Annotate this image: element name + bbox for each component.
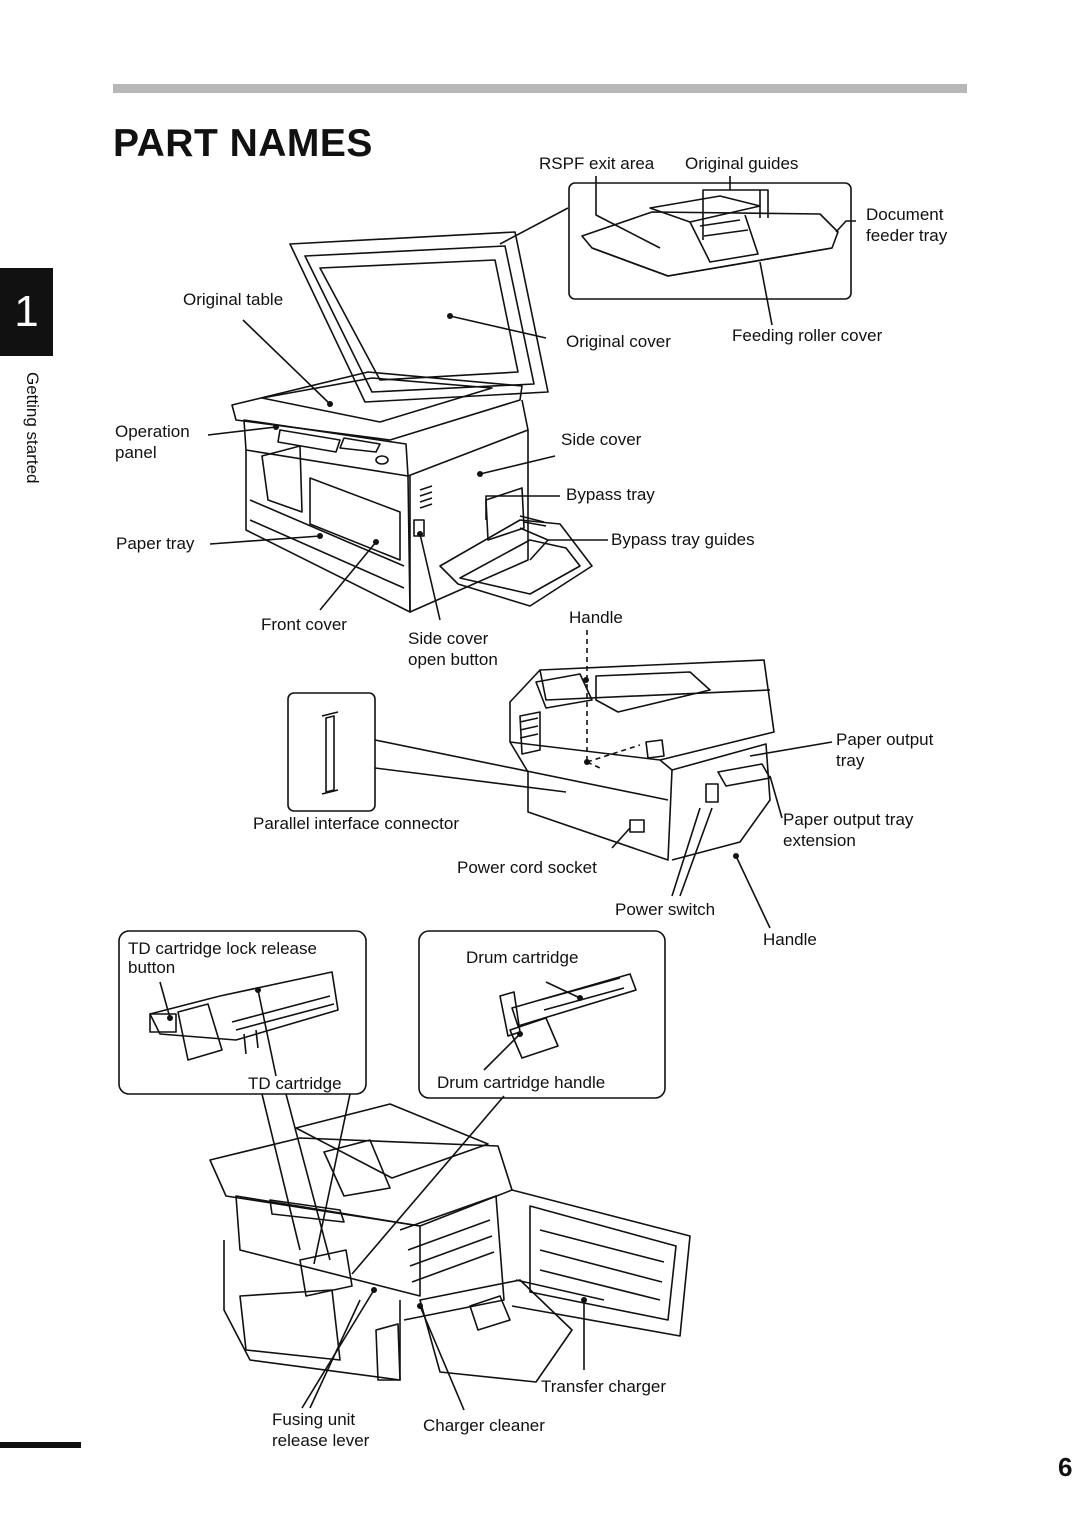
parallel-connector-inset-frame xyxy=(287,692,376,812)
label-handle-top: Handle xyxy=(569,608,623,627)
label-front-cover: Front cover xyxy=(261,615,347,634)
footer-rule xyxy=(0,1442,81,1448)
label-parallel-interface-connector: Parallel interface connector xyxy=(253,814,460,833)
label-power-switch: Power switch xyxy=(615,900,716,919)
label-paper-output-tray-extension: Paper output tray extension xyxy=(783,810,914,850)
parallel-connector-drawing xyxy=(325,715,335,793)
drum-cartridge-inset-frame xyxy=(418,930,666,1099)
label-td-cartridge: TD cartridge xyxy=(248,1074,342,1093)
rspf-document-feeder-drawing xyxy=(581,195,839,277)
label-original-table: Original table xyxy=(183,290,284,309)
td-cartridge-inset-frame xyxy=(118,930,367,1095)
label-paper-output-tray: Paper output tray xyxy=(836,730,934,770)
copier-open-cover-drawing xyxy=(231,231,593,613)
label-transfer-charger: Transfer charger xyxy=(541,1377,667,1396)
rspf-inset-frame xyxy=(568,182,852,300)
label-side-cover-open-button: Side cover open button xyxy=(408,629,498,669)
page-title: PART NAMES xyxy=(113,122,373,165)
label-side-cover: Side cover xyxy=(561,430,642,449)
label-power-cord-socket: Power cord socket xyxy=(457,858,597,877)
label-drum-cartridge: Drum cartridge xyxy=(466,948,579,967)
header-rule xyxy=(113,84,967,93)
chapter-tab: 1 xyxy=(0,268,53,356)
label-rspf-exit-area: RSPF exit area xyxy=(539,154,655,173)
label-original-guides: Original guides xyxy=(685,154,799,173)
page-number: 6 xyxy=(1058,1452,1073,1482)
label-bypass-tray: Bypass tray xyxy=(566,485,655,504)
label-operation-panel: Operation panel xyxy=(115,422,190,462)
label-feeding-roller-cover: Feeding roller cover xyxy=(732,326,883,345)
copier-open-fusing-drawing xyxy=(209,1103,691,1383)
label-paper-tray: Paper tray xyxy=(116,534,195,553)
label-bypass-tray-guides: Bypass tray guides xyxy=(611,530,755,549)
td-cartridge-drawing xyxy=(149,971,339,1061)
label-handle-bottom: Handle xyxy=(763,930,817,949)
drum-cartridge-drawing xyxy=(499,973,637,1059)
label-td-cartridge-lock-release-button: TD cartridge lock release button xyxy=(128,939,317,977)
label-original-cover: Original cover xyxy=(566,332,671,351)
label-document-feeder-tray: Document feeder tray xyxy=(866,205,948,245)
label-drum-cartridge-handle: Drum cartridge handle xyxy=(437,1073,606,1092)
copier-rear-drawing xyxy=(509,659,775,861)
label-charger-cleaner: Charger cleaner xyxy=(423,1416,545,1435)
label-fusing-unit-release-lever: Fusing unit release lever xyxy=(272,1410,370,1450)
